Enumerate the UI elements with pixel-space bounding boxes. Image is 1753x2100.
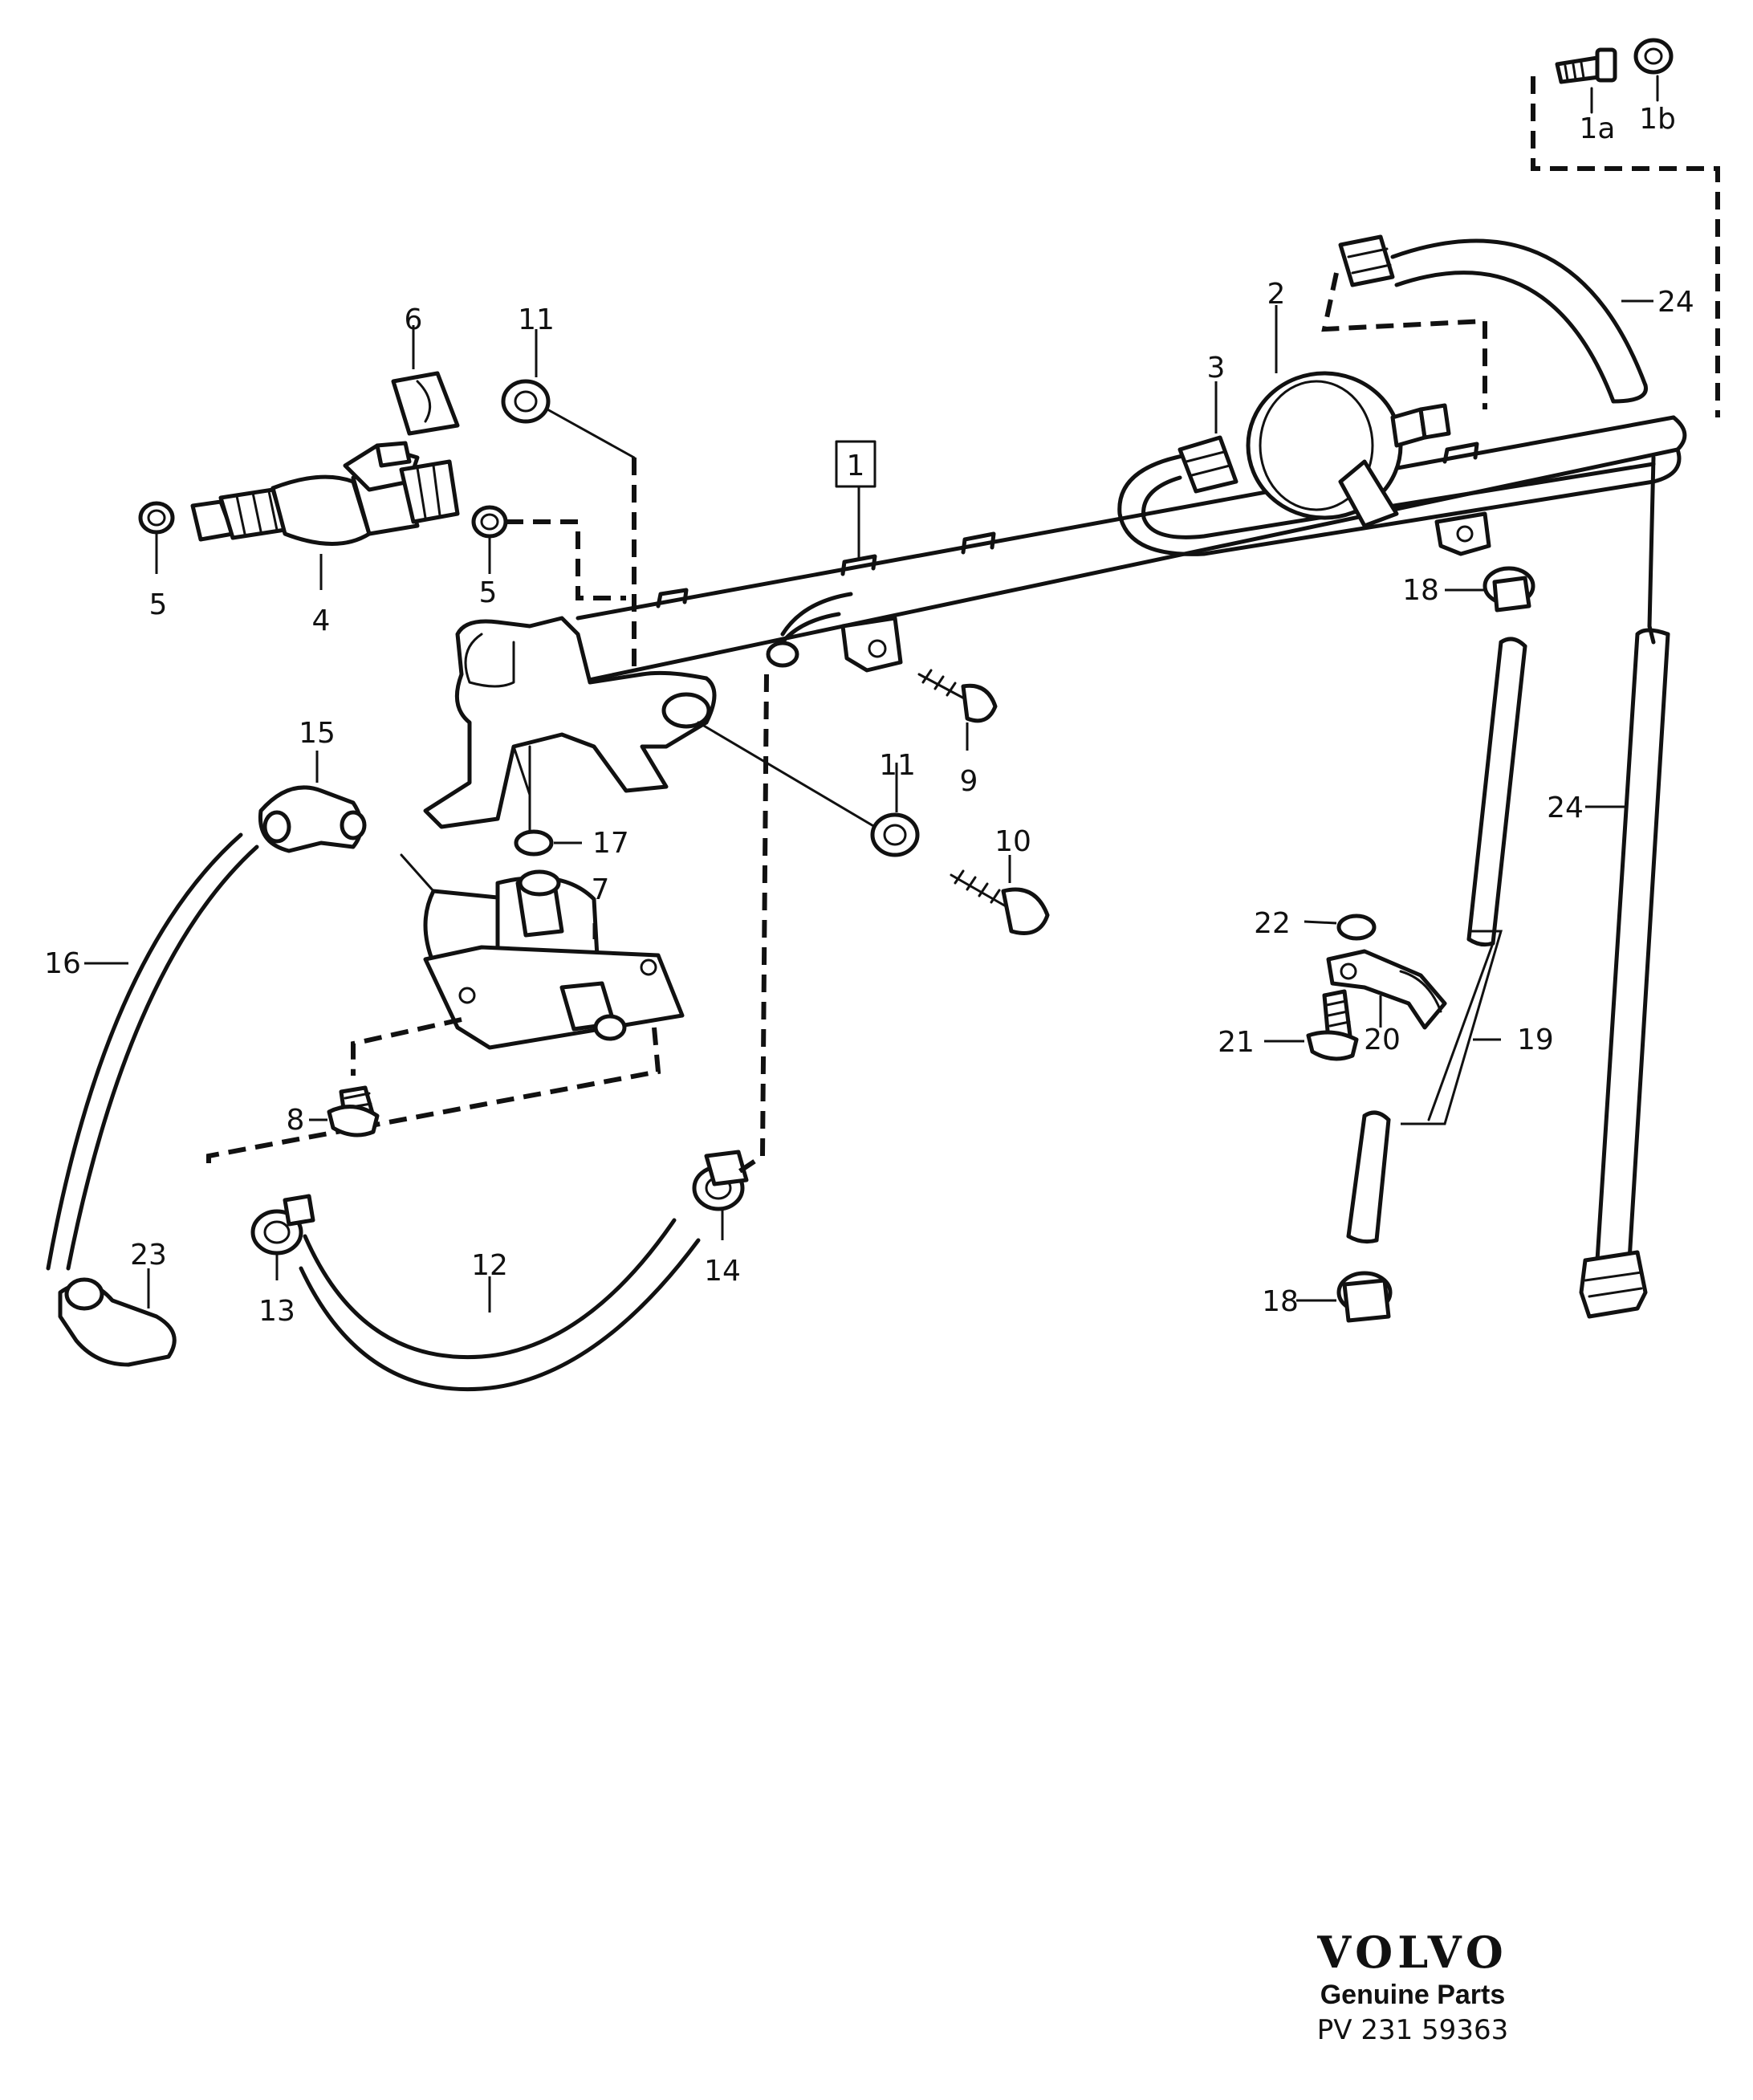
o-ring-17: 17 [514,745,629,860]
return-hose-assembly: 12 13 14 [250,674,769,1392]
volvo-logo: VOLVO [1317,1927,1508,1978]
part-1-callout: 1 [835,440,876,558]
label-12: 12 [471,1249,508,1282]
fuel-injector: 4 [190,441,460,637]
label-1a: 1a [1580,112,1616,145]
pressure-damper: 2 [1246,278,1451,528]
brand-subtitle: Genuine Parts [1320,1980,1506,2010]
fuel-hose-24-lower: 24 [1547,455,1670,1319]
diagram-code: PV 231 59363 [1316,2014,1509,2046]
screws-9-10: 9 10 [917,669,1050,935]
label-5-right: 5 [479,576,498,609]
union-nut: 3 [1177,352,1238,494]
label-5-left: 5 [149,588,168,621]
label-1b: 1b [1639,103,1676,136]
fuel-hose-19: 18 19 18 [1262,566,1554,1323]
label-17: 17 [592,827,629,860]
fuel-rail [576,415,1687,685]
label-16: 16 [44,947,81,980]
label-20: 20 [1364,1024,1401,1056]
rail-bracket [423,616,717,829]
hose-bracket: 22 20 21 [1218,907,1447,1061]
screw-8: 8 [287,1085,380,1138]
vacuum-hose-assembly: 15 16 23 [44,717,367,1367]
washers-11: 11 11 [501,303,920,857]
label-21: 21 [1218,1026,1255,1059]
retaining-clip: 6 [391,303,460,436]
label-6: 6 [405,303,423,336]
label-3: 3 [1207,352,1226,385]
label-22: 22 [1254,907,1291,940]
fuel-hose-24-upper: 24 [1321,234,1694,409]
label-11-upper: 11 [518,303,555,336]
label-15: 15 [299,717,336,750]
label-11-lower: 11 [879,749,916,782]
volvo-branding: VOLVO Genuine Parts PV 231 59363 [1252,1927,1573,2046]
label-24-upper: 24 [1657,286,1694,319]
label-8: 8 [287,1104,305,1137]
label-1: 1 [847,450,865,482]
label-18-lower: 18 [1262,1285,1299,1318]
label-24-lower: 24 [1547,792,1584,824]
label-13: 13 [258,1295,295,1328]
o-rings-5: 5 5 [138,501,626,621]
label-18-upper: 18 [1402,574,1439,607]
label-19: 19 [1517,1024,1554,1056]
label-9: 9 [960,765,978,798]
label-14: 14 [704,1255,741,1288]
label-4: 4 [312,604,331,637]
label-2: 2 [1267,278,1286,311]
pressure-regulator: 7 [206,853,685,1172]
fittings-1a-1b: 1a 1b [1531,38,1720,417]
label-10: 10 [994,825,1031,858]
label-23: 23 [130,1239,167,1272]
label-7: 7 [592,873,610,906]
